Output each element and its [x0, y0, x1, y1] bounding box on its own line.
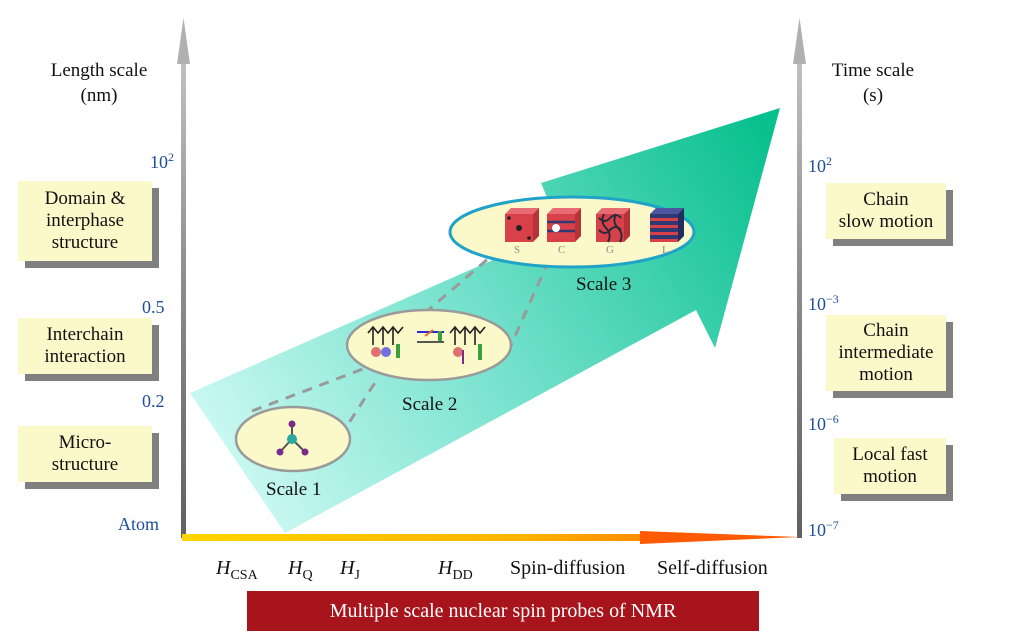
scale-3-label: Scale 3	[576, 274, 632, 295]
box-line: motion	[859, 364, 913, 385]
time-tick-2: 10−3	[808, 292, 839, 314]
box-line: structure	[51, 232, 119, 253]
probe-h-dd: HDD	[438, 557, 473, 583]
probe-spin-diffusion: Spin-diffusion	[510, 557, 626, 579]
intermediate-motion-box: Chain intermediate motion	[826, 315, 946, 391]
box-line: motion	[863, 466, 917, 487]
scale-1-ellipse	[234, 405, 352, 473]
length-tick-atom: Atom	[118, 514, 160, 534]
length-tick-0-5: 0.5	[142, 297, 165, 317]
microstructure-box: Micro- structure	[18, 426, 152, 482]
scale-2-ellipse	[345, 308, 513, 382]
box-line: interphase	[45, 210, 125, 231]
box-line: Micro-	[58, 432, 112, 453]
box-line: Domain &	[44, 188, 126, 209]
box-line: Chain	[863, 189, 909, 210]
time-scale-unit: (s)	[862, 85, 884, 106]
morph-label-c: C	[558, 244, 566, 256]
box-line: intermediate	[838, 342, 934, 363]
morph-label-l: L	[662, 244, 669, 256]
length-scale-title: Length scale (nm)	[24, 58, 174, 108]
time-scale-axis	[793, 18, 806, 538]
sphere-morphology-icon	[505, 208, 539, 242]
probe-h-q: HQ	[288, 557, 313, 583]
gyroid-morphology-icon	[596, 208, 630, 243]
box-line: Local fast	[852, 444, 928, 465]
slow-motion-box: Chain slow motion	[826, 183, 946, 239]
length-tick-0-2: 0.2	[142, 391, 165, 411]
box-line: interaction	[44, 346, 126, 367]
box-line: structure	[51, 454, 119, 475]
fast-motion-box: Local fast motion	[834, 438, 946, 494]
molecule-icon	[276, 420, 309, 456]
interchain-interaction-box: Interchain interaction	[18, 318, 152, 374]
box-line: Interchain	[46, 324, 124, 345]
length-tick-100: 102	[150, 150, 174, 172]
length-scale-axis	[177, 18, 190, 538]
morph-label-s: S	[514, 244, 521, 256]
time-tick-3: 10−6	[808, 412, 839, 434]
cylinder-morphology-icon	[547, 208, 581, 242]
lamellar-morphology-icon	[650, 208, 684, 242]
time-scale-title-line1: Time scale	[831, 60, 915, 81]
polymer-chains-icon	[367, 325, 486, 345]
scale-3-ellipse	[448, 195, 696, 269]
length-scale-unit: (nm)	[80, 85, 118, 106]
probe-self-diffusion: Self-diffusion	[657, 557, 768, 579]
probe-h-j: HJ	[340, 557, 360, 583]
probe-axis-bar	[182, 531, 800, 544]
spin-pair-icon	[371, 329, 482, 364]
length-scale-title-line1: Length scale	[50, 60, 148, 81]
scale-2-label: Scale 2	[402, 394, 458, 415]
nmr-probes-banner: Multiple scale nuclear spin probes of NM…	[247, 591, 759, 631]
scale-1-label: Scale 1	[266, 479, 322, 500]
morph-label-g: G	[606, 244, 614, 256]
box-line: slow motion	[838, 211, 934, 232]
time-tick-1: 102	[808, 154, 832, 176]
probe-h-csa: HCSA	[216, 557, 258, 583]
time-scale-title: Time scale (s)	[798, 58, 948, 108]
domain-structure-box: Domain & interphase structure	[18, 181, 152, 261]
time-tick-4: 10−7	[808, 518, 839, 540]
box-line: Chain	[863, 320, 909, 341]
